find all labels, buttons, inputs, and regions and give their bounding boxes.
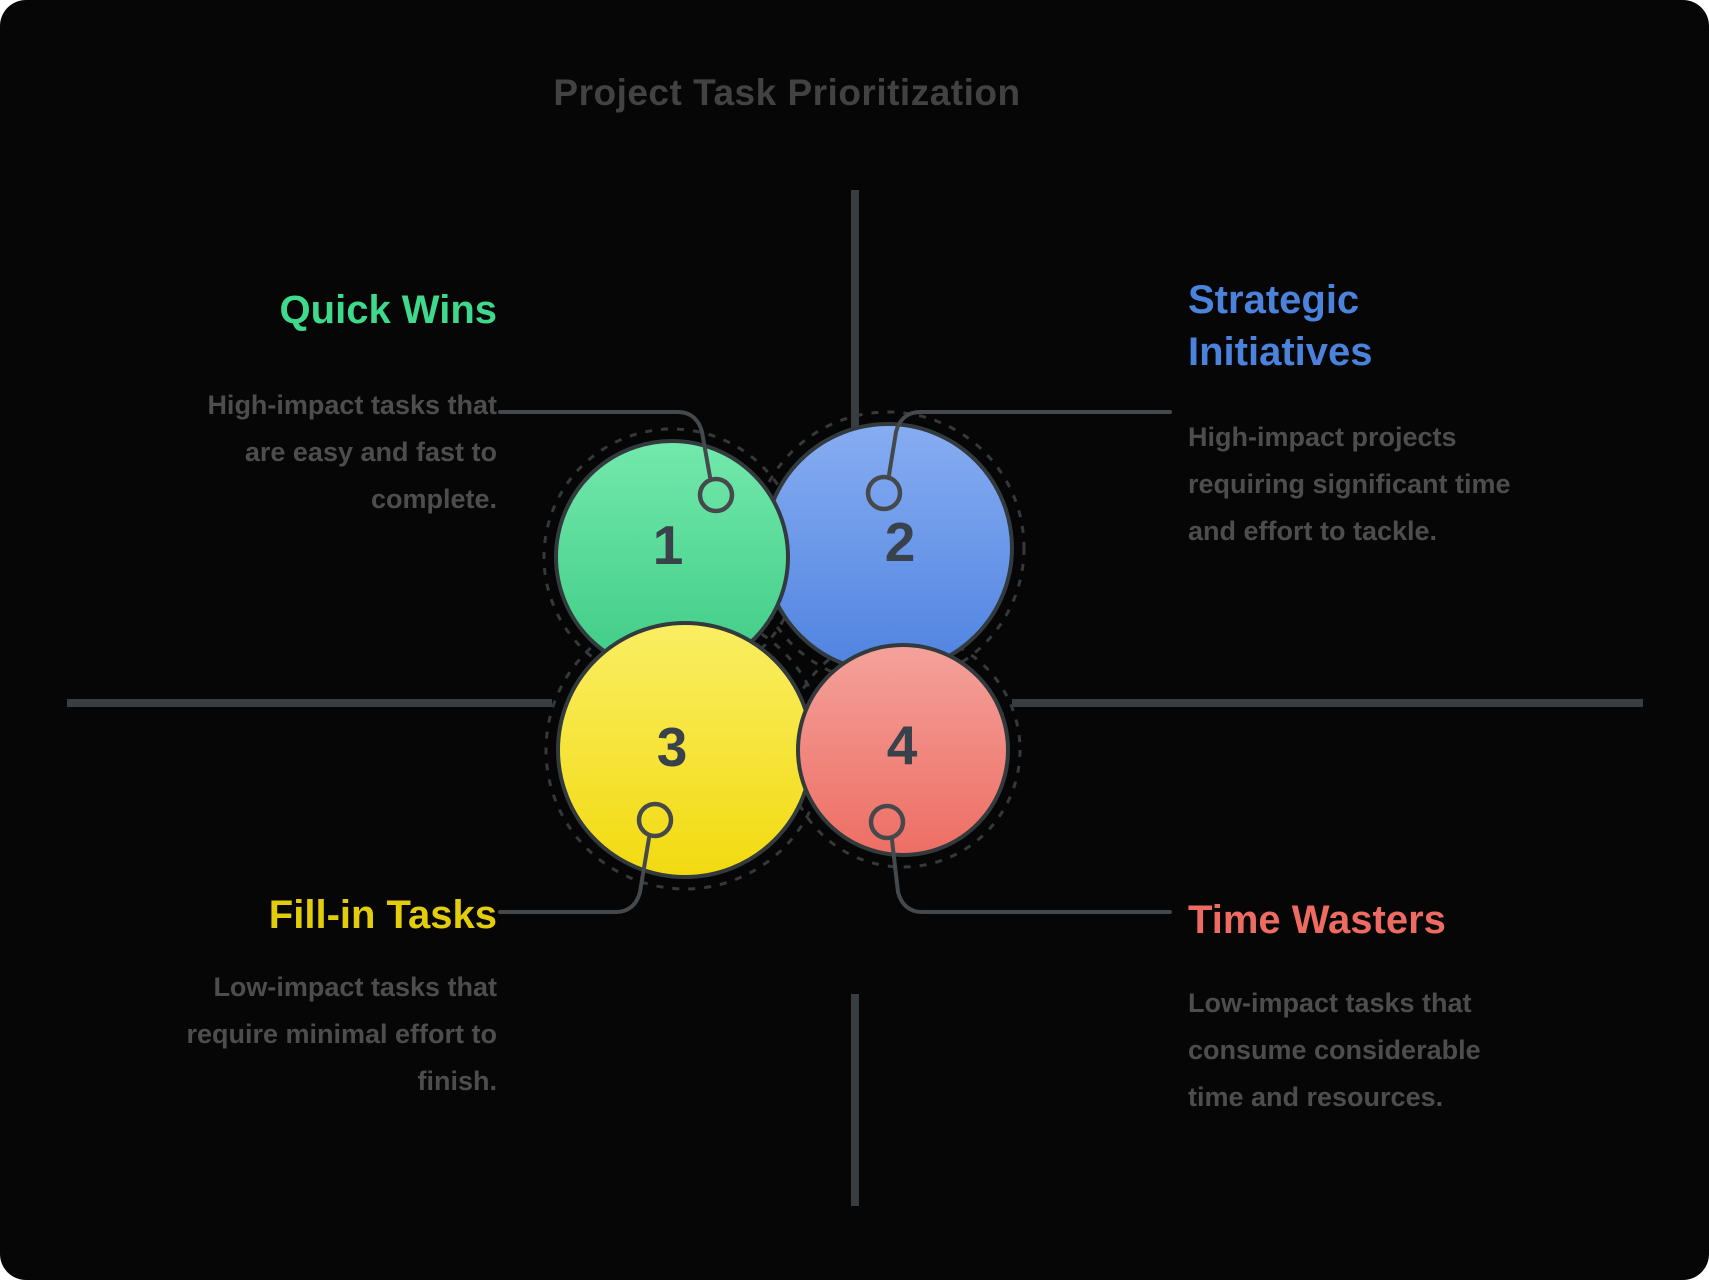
diagram-title: Project Task Prioritization xyxy=(553,72,1021,113)
quadrant-label-fill-in-tasks: Fill-in Tasks xyxy=(268,893,497,937)
marker-ring-3 xyxy=(636,801,674,839)
circle-number-3: 3 xyxy=(656,716,688,778)
circle-number-2: 2 xyxy=(884,511,916,573)
time-wasters-circle xyxy=(796,643,1010,857)
connector-line-fill-in-tasks xyxy=(498,836,651,914)
marker-ring-2 xyxy=(865,474,903,512)
quadrant-label-strategic-initiatives: Strategic Initiatives xyxy=(1188,278,1373,374)
connectors xyxy=(498,410,1172,914)
connector-line-strategic-initiatives xyxy=(887,410,1172,477)
axis-lines xyxy=(67,190,1643,1206)
dashed-outline-circle-4 xyxy=(784,631,1022,869)
quadrant-label-time-wasters: Time Wasters xyxy=(1188,898,1446,942)
connector-line-time-wasters xyxy=(890,838,1172,914)
quadrant-description-strategic-initiatives: High-impact projects requiring significa… xyxy=(1188,422,1511,546)
quadrant-label-quick-wins: Quick Wins xyxy=(279,288,497,332)
circle-number-1: 1 xyxy=(652,514,684,576)
circle-number-4: 4 xyxy=(886,714,918,776)
connector-line-quick-wins xyxy=(498,410,712,479)
marker-ring-4 xyxy=(868,803,906,841)
quadrant-description-time-wasters: Low-impact tasks that consume considerab… xyxy=(1188,988,1481,1112)
quadrant-description-quick-wins: High-impact tasks that are easy and fast… xyxy=(207,390,497,514)
quadrant-description-fill-in-tasks: Low-impact tasks that require minimal ef… xyxy=(186,972,497,1096)
marker-ring-1 xyxy=(697,476,735,514)
